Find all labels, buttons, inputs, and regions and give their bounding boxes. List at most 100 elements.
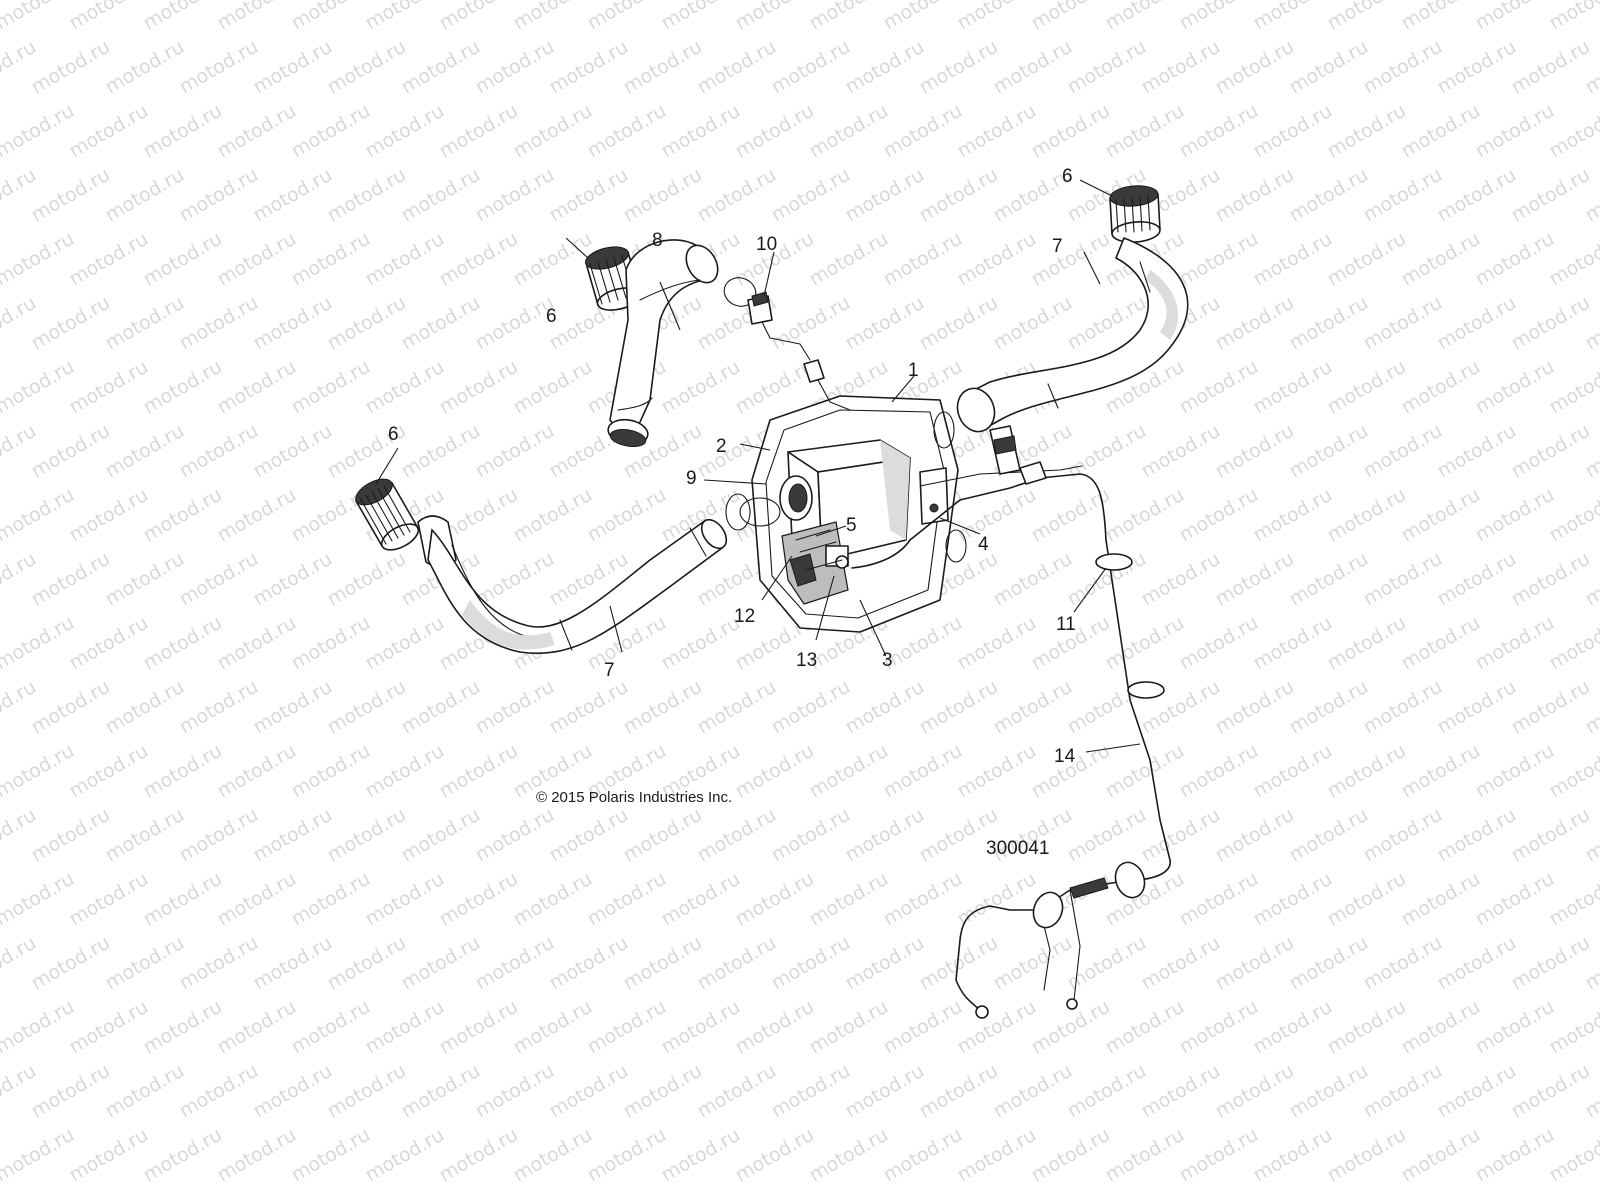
watermark-text: motod.ru: [288, 868, 374, 931]
watermark-text: motod.ru: [1286, 36, 1372, 99]
watermark-text: motod.ru: [954, 740, 1040, 803]
watermark-text: motod.ru: [214, 996, 300, 1059]
watermark-text: motod.ru: [694, 676, 780, 739]
watermark-text: motod.ru: [250, 36, 336, 99]
watermark-text: motod.ru: [1324, 612, 1410, 675]
watermark-text: motod.ru: [842, 36, 928, 99]
watermark-text: motod.ru: [510, 100, 596, 163]
watermark-text: motod.ru: [288, 740, 374, 803]
leader-lines: [375, 179, 1141, 753]
watermark-text: motod.ru: [362, 100, 448, 163]
watermark-text: motod.ru: [1102, 1124, 1188, 1187]
watermark-text: motod.ru: [1176, 996, 1262, 1059]
watermark-text: motod.ru: [66, 100, 152, 163]
watermark-text: motod.ru: [436, 740, 522, 803]
watermark-text: motod.ru: [842, 804, 928, 867]
watermark-text: motod.ru: [1286, 164, 1372, 227]
watermark-text: motod.ru: [658, 356, 744, 419]
watermark-text: motod.ru: [620, 1060, 706, 1123]
watermark-text: motod.ru: [1546, 1124, 1600, 1187]
watermark-text: motod.ru: [1324, 228, 1410, 291]
watermark-text: motod.ru: [398, 420, 484, 483]
watermark-text: motod.ru: [66, 356, 152, 419]
watermark-text: motod.ru: [0, 484, 78, 547]
watermark-text: motod.ru: [954, 484, 1040, 547]
watermark-text: motod.ru: [140, 1124, 226, 1187]
watermark-text: motod.ru: [694, 1060, 780, 1123]
watermark-text: motod.ru: [1176, 612, 1262, 675]
watermark-text: motod.ru: [658, 868, 744, 931]
watermark-text: motod.ru: [806, 740, 892, 803]
watermark-text: motod.ru: [66, 612, 152, 675]
watermark-text: motod.ru: [658, 612, 744, 675]
watermark-text: motod.ru: [250, 420, 336, 483]
watermark-text: motod.ru: [1546, 740, 1600, 803]
watermark-text: motod.ru: [1472, 100, 1558, 163]
watermark-text: motod.ru: [880, 740, 966, 803]
watermark-text: motod.ru: [362, 612, 448, 675]
watermark-text: motod.ru: [954, 996, 1040, 1059]
watermark-text: motod.ru: [1508, 1060, 1594, 1123]
watermark-text: motod.ru: [1472, 228, 1558, 291]
watermark-text: motod.ru: [1434, 420, 1520, 483]
watermark-text: motod.ru: [1102, 996, 1188, 1059]
watermark-text: motod.ru: [1398, 0, 1484, 34]
watermark-text: motod.ru: [28, 804, 114, 867]
callout-9: 9: [686, 468, 697, 489]
watermark-text: motod.ru: [1434, 292, 1520, 355]
watermark-text: motod.ru: [140, 612, 226, 675]
watermark-text: motod.ru: [880, 996, 966, 1059]
watermark-text: motod.ru: [176, 292, 262, 355]
watermark-text: motod.ru: [1176, 484, 1262, 547]
watermark-text: motod.ru: [66, 484, 152, 547]
watermark-text: motod.ru: [0, 740, 78, 803]
watermark-text: motod.ru: [0, 356, 78, 419]
watermark-text: motod.ru: [1546, 612, 1600, 675]
watermark-text: motod.ru: [140, 996, 226, 1059]
watermark-text: motod.ru: [472, 36, 558, 99]
watermark-text: motod.ru: [102, 292, 188, 355]
watermark-text: motod.ru: [176, 548, 262, 611]
watermark-text: motod.ru: [1212, 676, 1298, 739]
watermark-text: motod.ru: [0, 100, 78, 163]
watermark-text: motod.ru: [1508, 420, 1594, 483]
watermark-text: motod.ru: [806, 996, 892, 1059]
switch-connector: [747, 291, 851, 411]
watermark-text: motod.ru: [102, 932, 188, 995]
watermark-text: motod.ru: [1324, 356, 1410, 419]
callout-10: 10: [756, 234, 777, 255]
watermark-text: motod.ru: [1434, 548, 1520, 611]
watermark-text: motod.ru: [1360, 548, 1446, 611]
watermark-text: motod.ru: [1360, 420, 1446, 483]
watermark-text: motod.ru: [1212, 36, 1298, 99]
watermark-text: motod.ru: [1286, 1060, 1372, 1123]
watermark-text: motod.ru: [362, 356, 448, 419]
watermark-text: motod.ru: [1102, 484, 1188, 547]
watermark-text: motod.ru: [990, 36, 1076, 99]
callout-labels: 1 2 3 4 5 6 6 6 7 7 8 9 10 11 12 13 14: [388, 166, 1076, 767]
watermark-text: motod.ru: [842, 164, 928, 227]
watermark-text: motod.ru: [990, 1060, 1076, 1123]
watermark-text: motod.ru: [436, 0, 522, 34]
watermark-text: motod.ru: [768, 164, 854, 227]
watermark-text: motod.ru: [362, 868, 448, 931]
watermark-text: motod.ru: [658, 100, 744, 163]
watermark-text: motod.ru: [1250, 612, 1336, 675]
watermark-text: motod.ru: [1398, 1124, 1484, 1187]
watermark-text: motod.ru: [140, 228, 226, 291]
watermark-text: motod.ru: [546, 36, 632, 99]
watermark-text: motod.ru: [28, 164, 114, 227]
watermark-text: motod.ru: [510, 0, 596, 34]
watermark-text: motod.ru: [1138, 932, 1224, 995]
watermark-text: motod.ru: [1176, 356, 1262, 419]
watermark-text: motod.ru: [214, 356, 300, 419]
watermark-text: motod.ru: [768, 804, 854, 867]
watermark-text: motod.ru: [1028, 1124, 1114, 1187]
watermark-text: motod.ru: [1546, 356, 1600, 419]
watermark-text: motod.ru: [436, 868, 522, 931]
watermark-text: motod.ru: [472, 804, 558, 867]
watermark-text: motod.ru: [1434, 1060, 1520, 1123]
watermark-text: motod.ru: [214, 740, 300, 803]
watermark-text: motod.ru: [1398, 996, 1484, 1059]
watermark-text: motod.ru: [620, 676, 706, 739]
